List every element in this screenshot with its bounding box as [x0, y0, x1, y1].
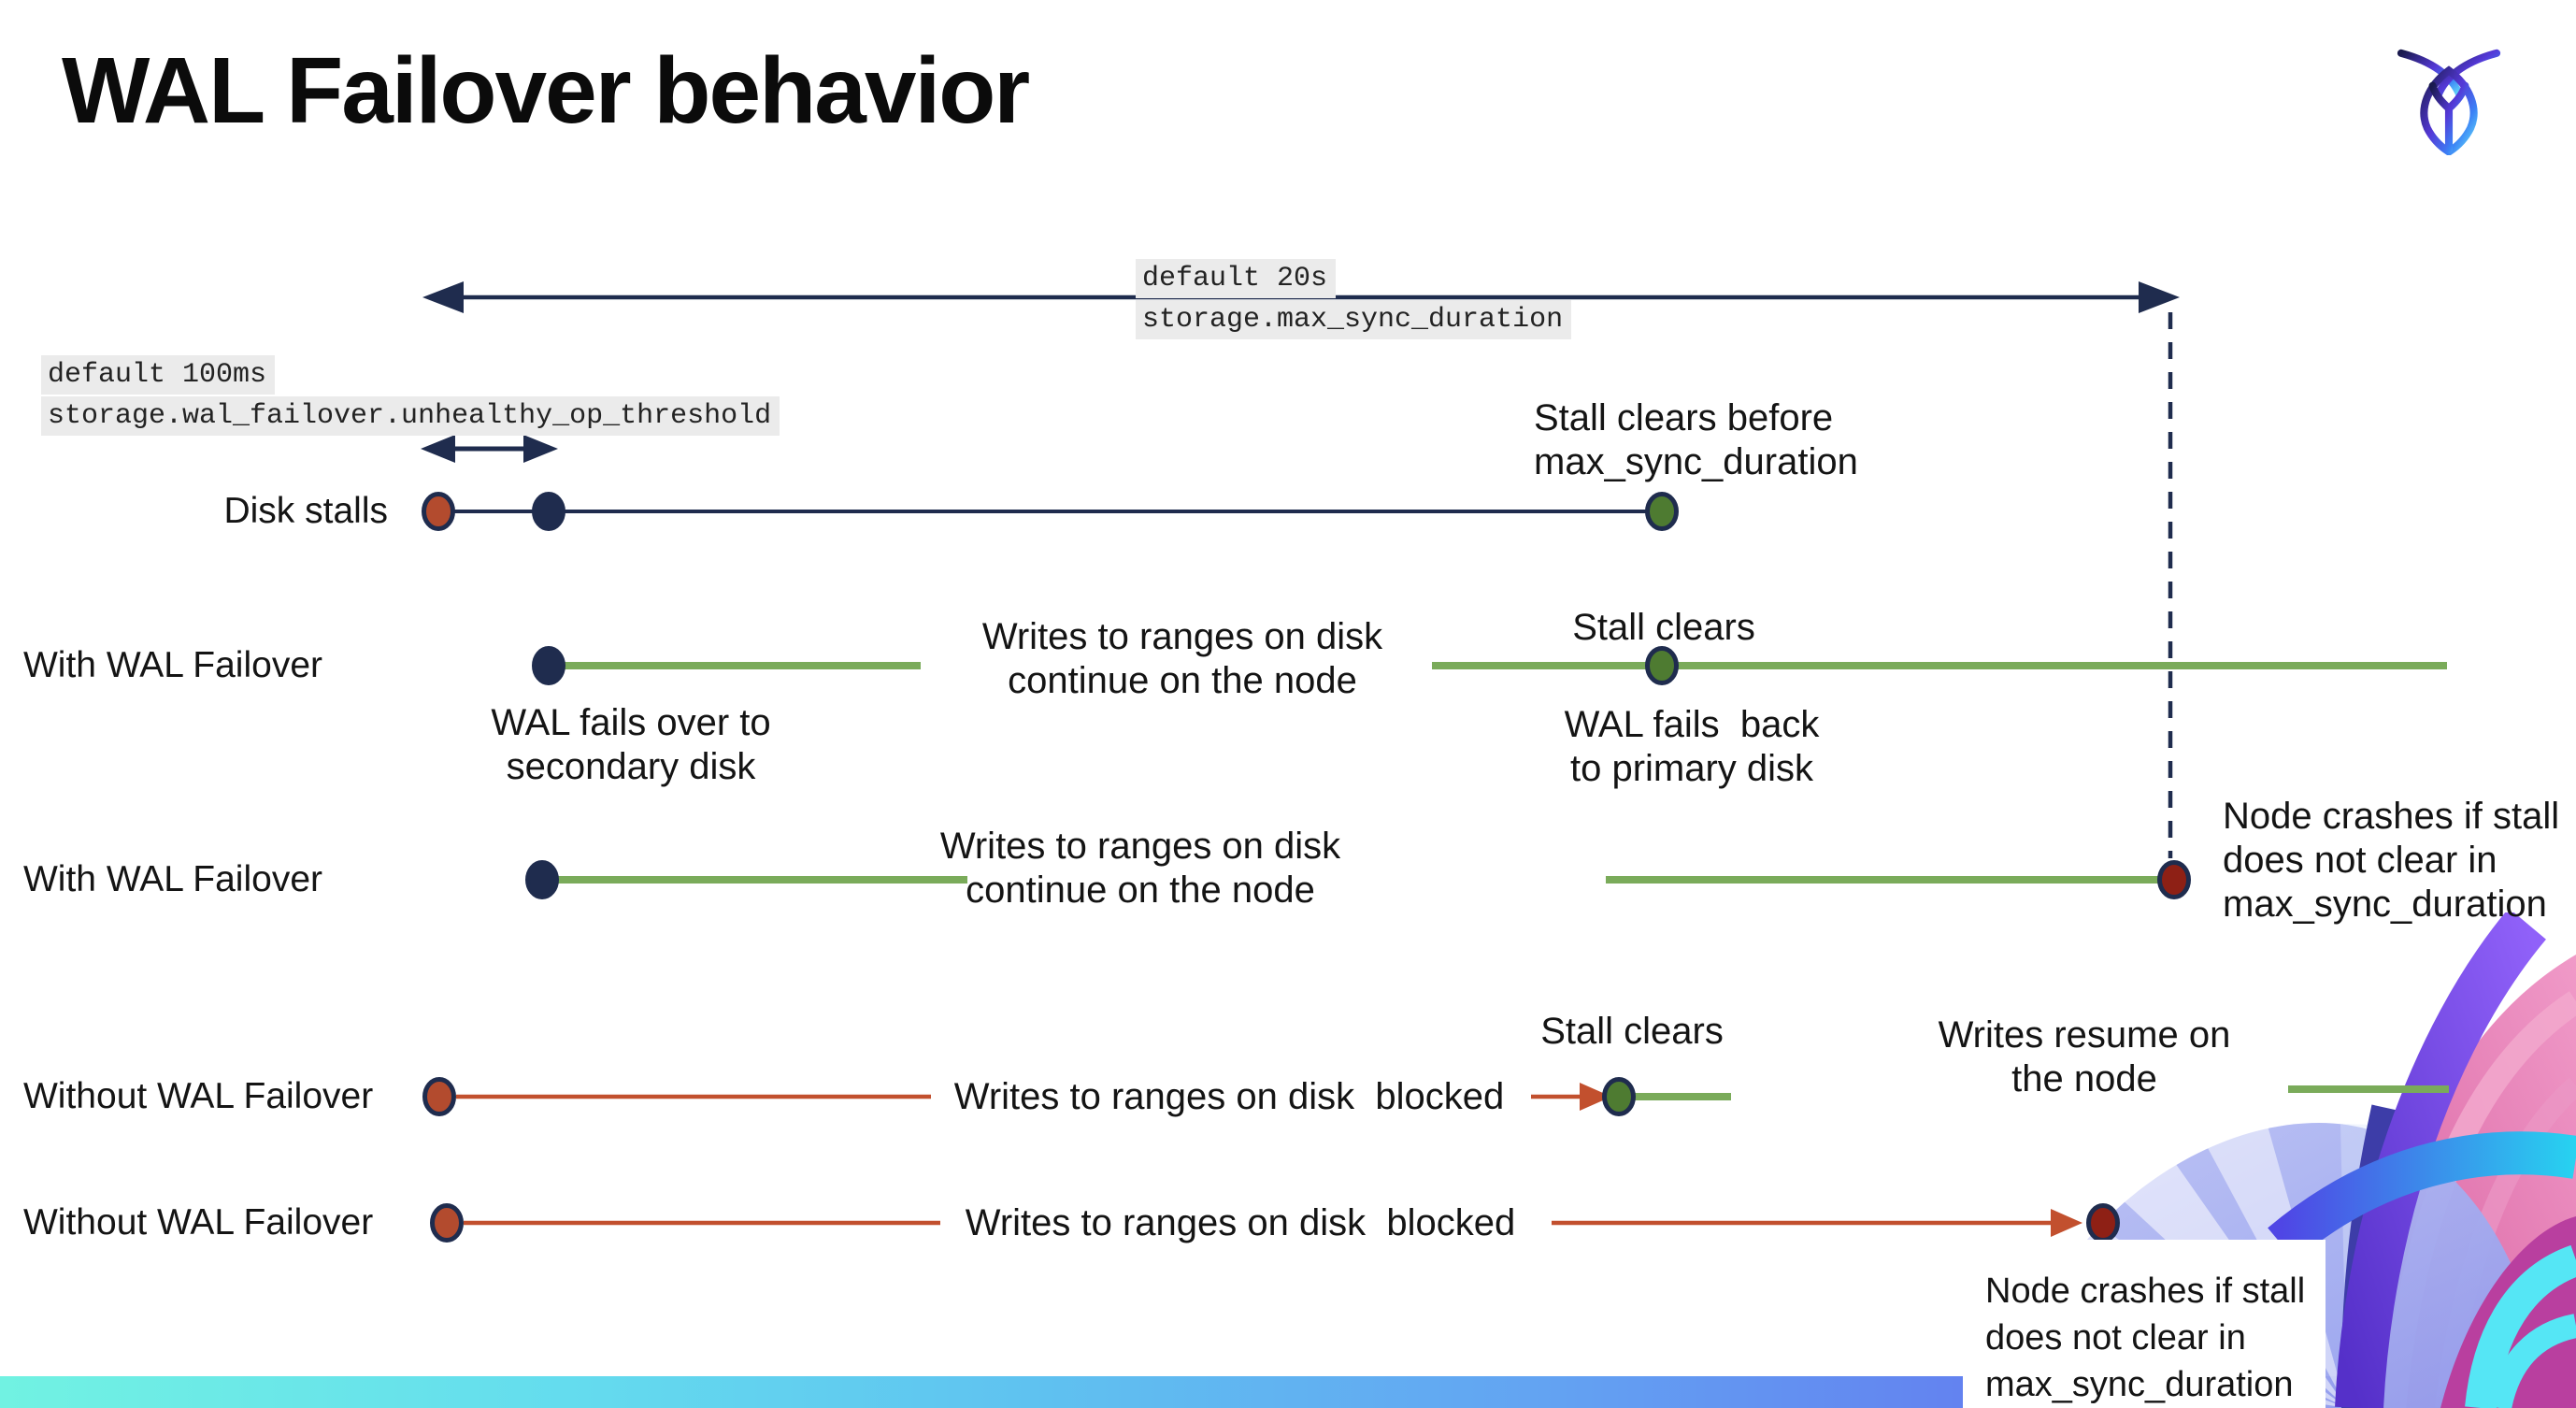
stall-clears-dot: [1602, 1077, 1636, 1116]
config-default-value: default 20s: [1136, 259, 1337, 298]
art-cyan-curve-2: [2487, 1314, 2576, 1408]
red-arrowhead: [2051, 1209, 2082, 1237]
page-title: WAL Failover behavior: [62, 38, 1030, 143]
stall-start-dot: [430, 1203, 464, 1243]
note-writes-continue-2: Writes to ranges on disk continue on the…: [939, 826, 1341, 911]
stall-clears-dot: [1645, 492, 1679, 531]
config-setting-name: storage.max_sync_duration: [1136, 300, 1572, 339]
config-setting-name: storage.wal_failover.unhealthy_op_thresh…: [41, 396, 780, 436]
stall-start-dot: [422, 492, 455, 531]
row-label-without-wal-failover-1: Without WAL Failover: [23, 1076, 374, 1116]
row-label-with-wal-failover-2: With WAL Failover: [23, 859, 322, 899]
note-writes-blocked-1: Writes to ranges on disk blocked: [953, 1076, 1505, 1117]
threshold-dot: [532, 492, 565, 531]
note-writes-resume: Writes resume on the node: [1938, 1014, 2231, 1099]
failover-dot: [525, 860, 559, 899]
note-writes-blocked-2: Writes to ranges on disk blocked: [965, 1202, 1516, 1243]
row-label-disk-stalls: Disk stalls: [223, 491, 388, 531]
row-label-with-wal-failover-1: With WAL Failover: [23, 645, 322, 685]
note-node-crashes-with-failover: Node crashes if stall does not clear in …: [2223, 796, 2560, 925]
config-default-value: default 100ms: [41, 355, 276, 395]
row-with-failover-clears-track: [532, 646, 2447, 685]
note-stall-clears-before: Stall clears before max_sync_duration: [1534, 397, 1858, 482]
config-unhealthy-op-threshold: default 100ms storage.wal_failover.unhea…: [41, 355, 780, 438]
config-max-sync-duration: default 20s storage.max_sync_duration: [1136, 259, 1572, 341]
art-violet-arc: [2335, 912, 2546, 1408]
art-cyan-curve: [2465, 1244, 2576, 1408]
art-blue-arc: [2268, 1131, 2576, 1261]
failover-dot: [532, 646, 565, 685]
note-node-crashes-without-failover: Node crashes if stall does not clear in …: [1963, 1240, 2326, 1408]
cockroachdb-logo-icon: [2397, 49, 2501, 155]
red-arrowhead: [1580, 1083, 1611, 1111]
stall-clears-dot: [1645, 646, 1679, 685]
note-stall-clears-without-failover: Stall clears: [1540, 1011, 1724, 1052]
node-crash-dot: [2086, 1203, 2120, 1243]
row-without-failover-clears-track: [422, 1077, 2449, 1116]
note-wal-fails-back: WAL fails back to primary disk: [1564, 704, 1820, 789]
row-disk-stalls-track: [422, 492, 1679, 531]
note-stall-clears-with-failover: Stall clears: [1572, 607, 1755, 648]
row-label-without-wal-failover-2: Without WAL Failover: [23, 1202, 374, 1243]
node-crash-dot: [2157, 860, 2191, 899]
unhealthy-op-threshold-arrow: [421, 435, 558, 463]
stall-start-dot: [422, 1077, 456, 1116]
note-wal-fails-over: WAL fails over to secondary disk: [491, 702, 771, 787]
note-writes-continue-1: Writes to ranges on disk continue on the…: [981, 616, 1383, 701]
row-with-failover-crash-track: [525, 860, 2191, 899]
